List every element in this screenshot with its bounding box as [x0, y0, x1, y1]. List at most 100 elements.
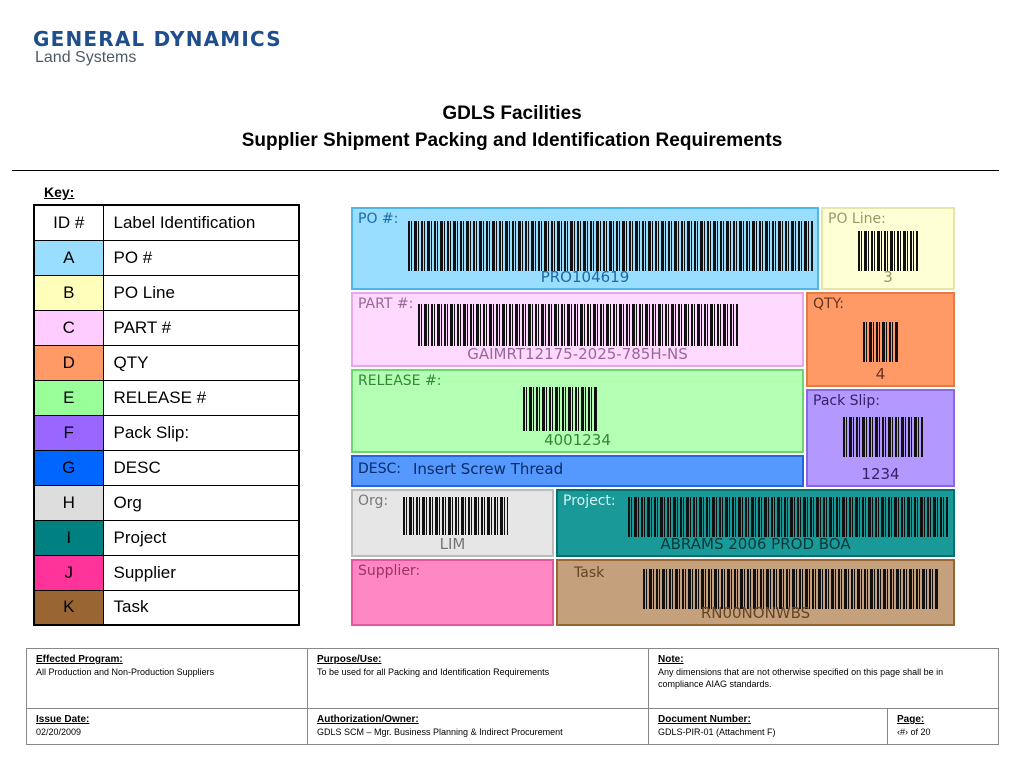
key-id-cell: G	[33, 449, 104, 486]
region-qty-value: 4	[875, 365, 886, 383]
region-project-value: ABRAMS 2006 PROD BOA	[660, 535, 851, 553]
key-id-cell: K	[33, 589, 104, 626]
key-id-cell: F	[33, 414, 104, 451]
key-id-cell: C	[33, 309, 104, 346]
region-qty-title: QTY:	[813, 296, 844, 312]
purpose-heading: Purpose/Use:	[317, 654, 382, 665]
task-barcode	[643, 569, 938, 609]
issue-date-text: 02/20/2009	[36, 727, 82, 737]
key-id-cell: B	[33, 274, 104, 311]
region-desc-title: DESC:	[358, 461, 402, 477]
key-row: I Project	[33, 519, 300, 556]
key-row: A PO #	[33, 239, 300, 276]
region-task: Task RN00NONWBS	[556, 559, 955, 626]
region-po-line-value: 3	[883, 268, 893, 286]
region-release-title: RELEASE #:	[358, 373, 442, 389]
key-row: H Org	[33, 484, 300, 521]
key-id-cell: J	[33, 554, 104, 591]
po-line-barcode	[858, 231, 918, 271]
note-text: Any dimensions that are not otherwise sp…	[658, 667, 944, 689]
region-task-title: Task	[574, 565, 605, 581]
key-header-row: ID # Label Identification	[33, 204, 300, 241]
key-row: F Pack Slip:	[33, 414, 300, 451]
region-release: RELEASE #: 4001234	[351, 369, 804, 453]
region-task-value: RN00NONWBS	[700, 604, 811, 622]
key-table: ID # Label Identification A PO # B PO Li…	[33, 204, 300, 626]
key-row: B PO Line	[33, 274, 300, 311]
key-id-cell: H	[33, 484, 104, 521]
page-subtitle: Supplier Shipment Packing and Identifica…	[241, 130, 783, 151]
region-desc: DESC: Insert Screw Thread	[351, 455, 804, 487]
region-project-title: Project:	[563, 493, 616, 509]
region-po-line: PO Line: 3	[821, 207, 955, 290]
region-org-value: LIM	[439, 535, 466, 553]
region-project: Project: ABRAMS 2006 PROD BOA	[556, 489, 955, 557]
info-row: Effected Program: All Production and Non…	[26, 648, 999, 709]
region-part-value: GAIMRT12175-2025-785H-NS	[467, 345, 688, 363]
purpose-text: To be used for all Packing and Identific…	[317, 667, 550, 677]
authorization-heading: Authorization/Owner:	[317, 714, 419, 725]
key-label-cell: PO #	[102, 239, 300, 276]
key-row: D QTY	[33, 344, 300, 381]
region-po: PO #: PRO104619	[351, 207, 819, 290]
key-id-cell: D	[33, 344, 104, 381]
authorization-cell: Authorization/Owner: GDLS SCM – Mgr. Bus…	[307, 708, 649, 745]
region-po-value: PRO104619	[540, 268, 630, 286]
region-po-line-title: PO Line:	[828, 211, 886, 227]
title-divider	[12, 170, 999, 171]
document-number-text: GDLS-PIR-01 (Attachment F)	[658, 727, 776, 737]
note-heading: Note:	[658, 654, 684, 665]
key-label-cell: RELEASE #	[102, 379, 300, 416]
region-release-value: 4001234	[544, 431, 611, 449]
release-barcode	[523, 387, 598, 431]
region-org: Org: LIM	[351, 489, 554, 557]
note-cell: Note: Any dimensions that are not otherw…	[648, 648, 999, 709]
region-part-title: PART #:	[358, 296, 414, 312]
qty-barcode	[863, 322, 898, 362]
page-text: ‹#› of 20	[897, 727, 931, 737]
part-barcode	[418, 304, 738, 346]
key-label-cell: PO Line	[102, 274, 300, 311]
logo-main-text: GENERAL DYNAMICS	[33, 27, 282, 51]
shipping-label-sample: PO #: PRO104619 PO Line: 3 PART #: GAIMR…	[349, 205, 957, 628]
logo-sub-text: Land Systems	[35, 49, 137, 66]
key-label-cell: Org	[102, 484, 300, 521]
key-heading: Key:	[44, 184, 75, 200]
document-number-heading: Document Number:	[658, 714, 751, 725]
region-supplier: Supplier:	[351, 559, 554, 626]
pack-slip-barcode	[843, 417, 923, 457]
key-row: J Supplier	[33, 554, 300, 591]
region-pack-slip-title: Pack Slip:	[813, 393, 880, 409]
key-row: K Task	[33, 589, 300, 626]
region-qty: QTY: 4	[806, 292, 955, 387]
key-row: E RELEASE #	[33, 379, 300, 416]
page-title: GDLS Facilities	[442, 103, 582, 124]
key-label-cell: Task	[102, 589, 300, 626]
key-id-cell: A	[33, 239, 104, 276]
region-pack-slip-value: 1234	[861, 465, 900, 483]
region-org-title: Org:	[358, 493, 389, 509]
key-row: G DESC	[33, 449, 300, 486]
region-supplier-title: Supplier:	[358, 563, 421, 579]
po-barcode	[408, 221, 813, 271]
key-label-cell: DESC	[102, 449, 300, 486]
region-part: PART #: GAIMRT12175-2025-785H-NS	[351, 292, 804, 367]
authorization-text: GDLS SCM – Mgr. Business Planning & Indi…	[317, 727, 563, 737]
region-desc-value: Insert Screw Thread	[413, 460, 564, 478]
region-po-title: PO #:	[358, 211, 399, 227]
effected-program-cell: Effected Program: All Production and Non…	[26, 648, 308, 709]
key-id-cell: E	[33, 379, 104, 416]
document-number-cell: Document Number: GDLS-PIR-01 (Attachment…	[648, 708, 888, 745]
key-id-cell: I	[33, 519, 104, 556]
info-row: Issue Date: 02/20/2009 Authorization/Own…	[26, 708, 999, 745]
page-cell: Page: ‹#› of 20	[887, 708, 999, 745]
issue-date-heading: Issue Date:	[36, 714, 90, 725]
region-pack-slip: Pack Slip: 1234	[806, 389, 955, 487]
key-label-cell: PART #	[102, 309, 300, 346]
issue-date-cell: Issue Date: 02/20/2009	[26, 708, 308, 745]
key-label-cell: Project	[102, 519, 300, 556]
key-label-cell: Supplier	[102, 554, 300, 591]
key-header-label: Label Identification	[102, 204, 300, 241]
key-label-cell: Pack Slip:	[102, 414, 300, 451]
key-row: C PART #	[33, 309, 300, 346]
